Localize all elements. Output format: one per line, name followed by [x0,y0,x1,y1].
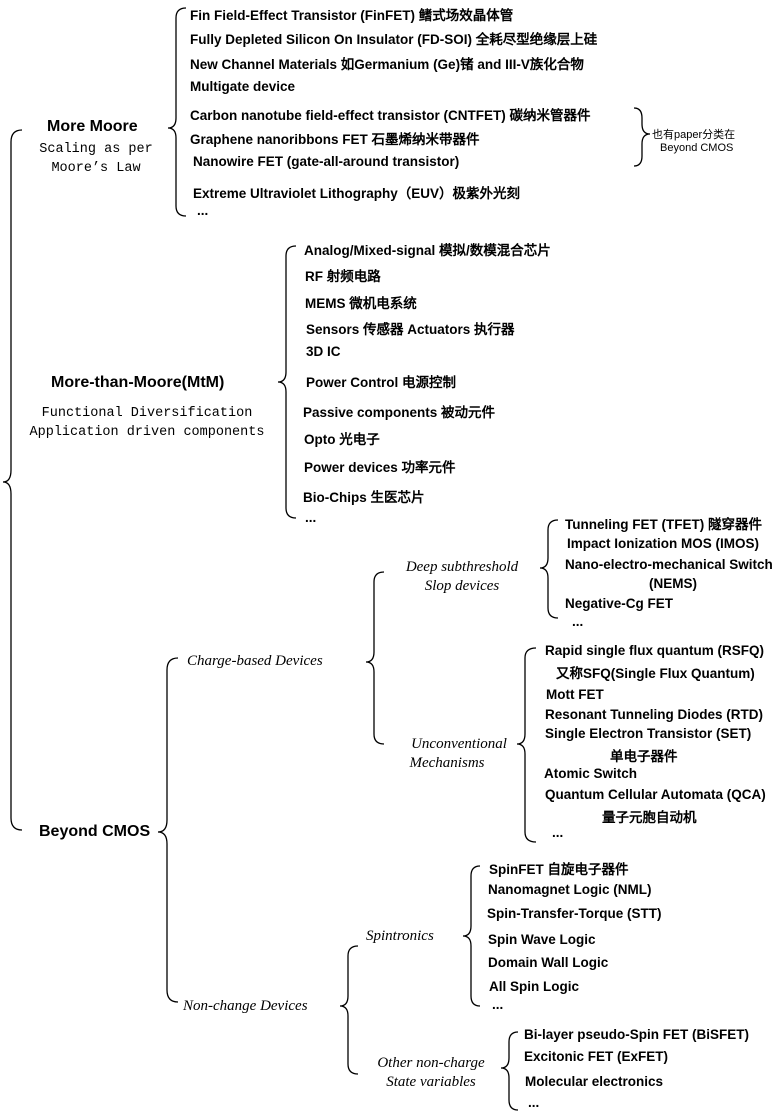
more-moore-item: Extreme Ultraviolet Lithography（EUV）极紫外光… [193,186,521,201]
spin-ellipsis: ... [492,997,504,1012]
other-ellipsis: ... [528,1095,540,1110]
beyond-cmos-title: Beyond CMOS [39,823,151,840]
deep-item: Negative-Cg FET [565,596,674,611]
deep-item: (NEMS) [649,576,697,591]
unconv-item: Resonant Tunneling Diodes (RTD) [545,707,763,722]
beyond-brace [157,657,179,1003]
more-moore-brace [167,7,187,217]
spin-item: All Spin Logic [489,979,579,994]
unconv-item: Mott FET [546,687,604,702]
mtm-subtitle-line2: Application driven components [29,425,265,440]
deep-item: Tunneling FET (TFET) 隧穿器件 [565,517,762,532]
mtm-item: RF 射频电路 [305,269,381,284]
spintronics-label: Spintronics [366,928,434,944]
charge-based-devices-label: Charge-based Devices [187,653,323,669]
deep-subthreshold-label-line1: Deep subthreshold [405,559,519,575]
mtm-subtitle-line1: Functional Diversification [41,406,253,421]
unconv-ellipsis: ... [552,825,564,840]
deep-subthreshold-label-line2: Slop devices [424,578,500,594]
unconv-item: Quantum Cellular Automata (QCA) [545,787,766,802]
deep-brace [539,519,559,619]
charge-brace [365,571,385,745]
mtm-item: Analog/Mixed-signal 模拟/数模混合芯片 [304,243,551,258]
mtm-title: More-than-Moore(MtM) [51,374,225,391]
deep-item: Impact Ionization MOS (IMOS) [567,536,759,551]
mtm-item: Bio-Chips 生医芯片 [303,490,425,505]
other-noncharge-label-line2: State variables [386,1074,476,1090]
more-moore-title: More Moore [47,118,138,135]
other-noncharge-label-line1: Other non-charge [377,1055,485,1071]
unconventional-label-line2: Mechanisms [409,755,485,771]
nonchange-brace [339,945,359,1075]
unconv-item: 量子元胞自动机 [602,810,697,825]
unconventional-label-line1: Unconventional [411,736,507,752]
euv-note-brace [633,107,651,167]
other-item: Excitonic FET (ExFET) [524,1049,669,1064]
unconv-item: 单电子器件 [610,749,678,764]
mtm-item: Sensors 传感器 Actuators 执行器 [306,322,515,337]
mtm-item: Passive components 被动元件 [303,405,496,420]
other-item: Bi-layer pseudo-Spin FET (BiSFET) [524,1027,750,1042]
deep-item: Nano-electro-mechanical Switch [565,557,773,572]
more-moore-item: Fully Depleted Silicon On Insulator (FD-… [190,32,598,47]
unconv-brace [516,647,537,843]
more-moore-subtitle-line2: Moore’s Law [51,161,141,176]
unconv-item: Atomic Switch [544,766,638,781]
beyond-cmos-note-line1: 也有paper分类在 [652,129,736,141]
non-change-devices-label: Non-change Devices [183,998,308,1014]
spin-item: Spin-Transfer-Torque (STT) [487,906,662,921]
other-brace [500,1031,519,1111]
deep-ellipsis: ... [572,614,584,629]
more-moore-item: Carbon nanotube field-effect transistor … [190,108,591,123]
unconv-item: Single Electron Transistor (SET) [545,726,752,741]
more-moore-item: Graphene nanoribbons FET 石墨烯纳米带器件 [190,132,480,147]
spin-item: Nanomagnet Logic (NML) [488,882,652,897]
mtm-ellipsis: ... [305,510,317,525]
more-moore-ellipsis: ... [197,203,209,218]
more-moore-item: Multigate device [190,79,296,94]
other-item: Molecular electronics [525,1074,664,1089]
mtm-item: Power Control 电源控制 [306,375,457,390]
mtm-item: Opto 光电子 [304,432,380,447]
more-moore-item: Fin Field-Effect Transistor (FinFET) 鳍式场… [190,8,514,23]
more-moore-subtitle-line1: Scaling as per [39,142,153,157]
root-brace [2,129,23,831]
spin-item: Domain Wall Logic [488,955,609,970]
mtm-brace [277,245,297,519]
mtm-item: MEMS 微机电系统 [305,296,417,311]
beyond-cmos-note-line2: Beyond CMOS [660,142,734,154]
unconv-item: 又称SFQ(Single Flux Quantum) [556,666,755,681]
more-moore-item: Nanowire FET (gate-all-around transistor… [193,154,460,169]
spin-brace [462,865,481,1007]
mtm-item: 3D IC [306,344,341,359]
unconv-item: Rapid single flux quantum (RSFQ) [545,643,764,658]
spin-item: SpinFET 自旋电子器件 [489,862,629,877]
more-moore-item: New Channel Materials 如Germanium (Ge)锗 a… [190,57,584,72]
spin-item: Spin Wave Logic [488,932,596,947]
mtm-item: Power devices 功率元件 [304,460,456,475]
